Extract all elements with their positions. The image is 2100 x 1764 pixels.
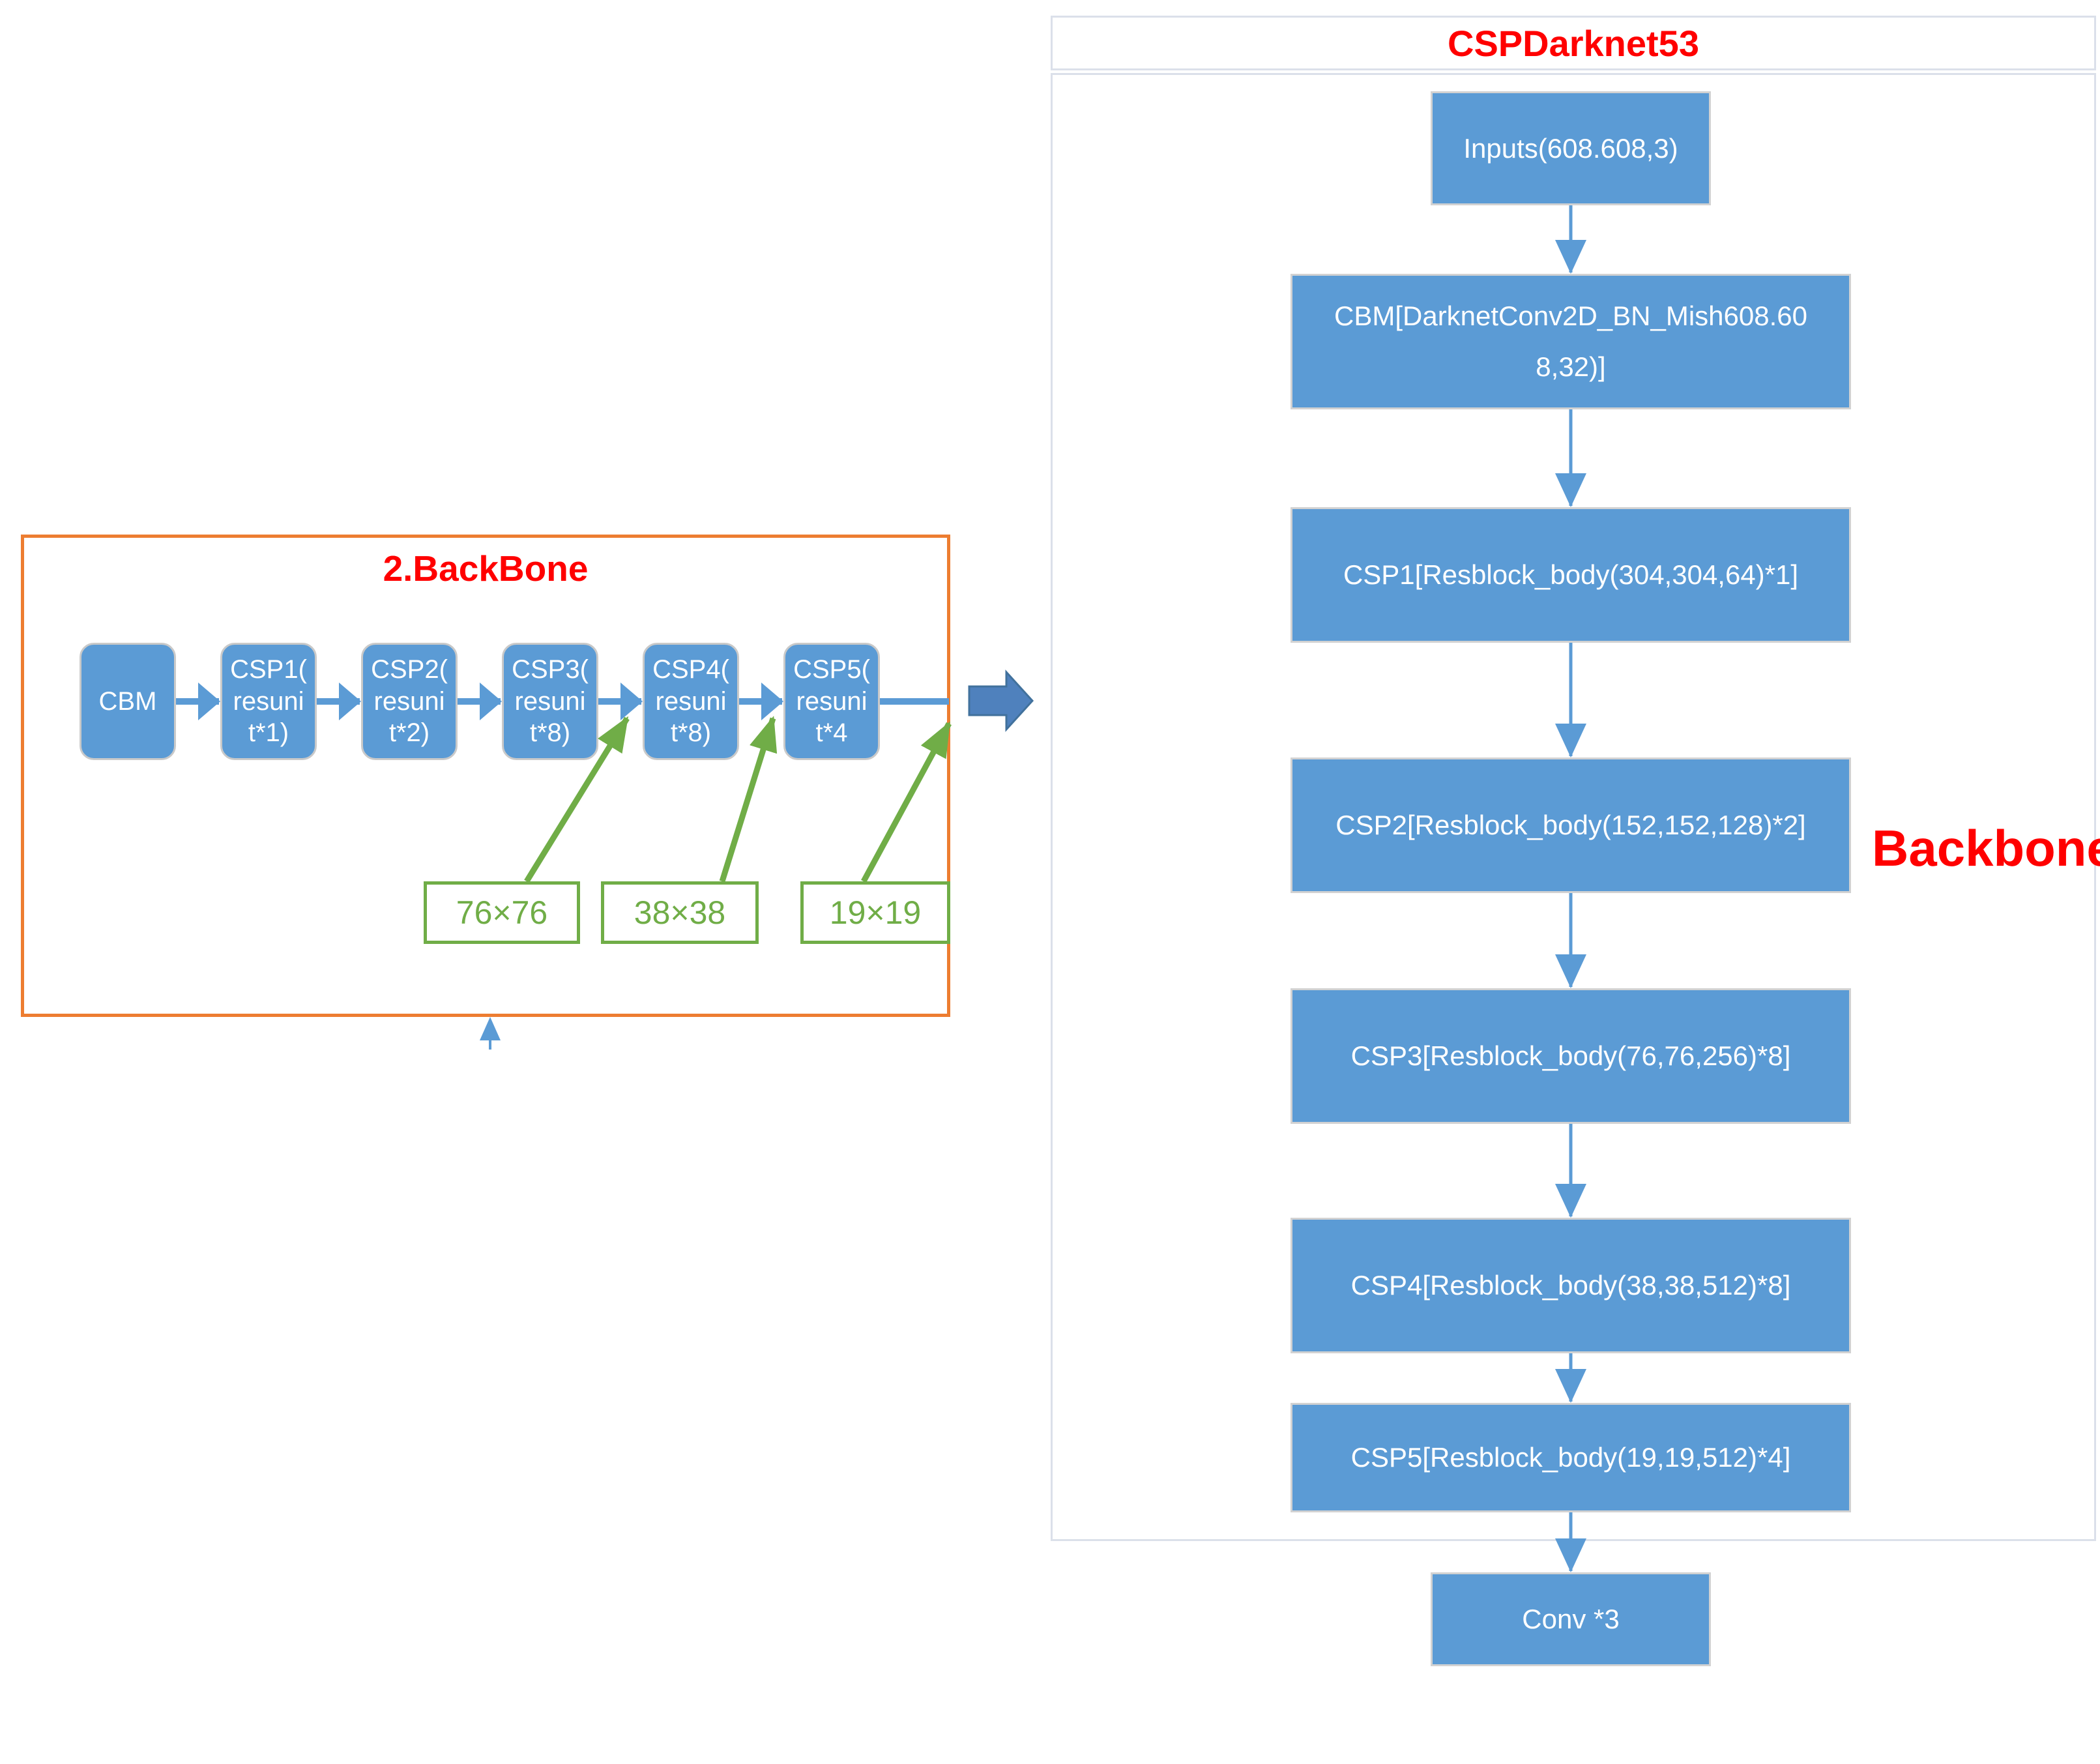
scale-box-76: 76×76: [424, 881, 580, 944]
node-inputs: Inputs(608.608,3): [1431, 91, 1711, 205]
node-csp2-resblock: CSP2[Resblock_body(152,152,128)*2]: [1291, 757, 1851, 893]
node-csp4: CSP4( resuni t*8): [643, 643, 739, 760]
block-arrow-right-icon: [968, 669, 1034, 732]
up-triangle-icon: [480, 1017, 501, 1040]
node-csp5: CSP5( resuni t*4: [783, 643, 880, 760]
cspdarknet-title-band: CSPDarknet53: [1051, 16, 2096, 70]
node-csp1: CSP1( resuni t*1): [220, 643, 317, 760]
node-csp2: CSP2( resuni t*2): [361, 643, 458, 760]
node-csp3-resblock: CSP3[Resblock_body(76,76,256)*8]: [1291, 988, 1851, 1124]
node-csp4-resblock: CSP4[Resblock_body(38,38,512)*8]: [1291, 1218, 1851, 1353]
node-cbm: CBM: [80, 643, 176, 760]
node-conv3: Conv *3: [1431, 1572, 1711, 1666]
backbone-panel-title: 2.BackBone: [383, 548, 589, 589]
scale-box-38: 38×38: [601, 881, 759, 944]
node-csp3: CSP3( resuni t*8): [502, 643, 598, 760]
backbone-panel-frame: [21, 535, 950, 1017]
cspdarknet-title: CSPDarknet53: [1448, 22, 1699, 64]
node-csp5-resblock: CSP5[Resblock_body(19,19,512)*4]: [1291, 1403, 1851, 1512]
scale-box-19: 19×19: [800, 881, 950, 944]
backbone-side-label: Backbone: [1872, 819, 2100, 877]
node-csp1-resblock: CSP1[Resblock_body(304,304,64)*1]: [1291, 507, 1851, 643]
node-cbm-mish: CBM[DarknetConv2D_BN_Mish608.60 8,32)]: [1291, 274, 1851, 409]
